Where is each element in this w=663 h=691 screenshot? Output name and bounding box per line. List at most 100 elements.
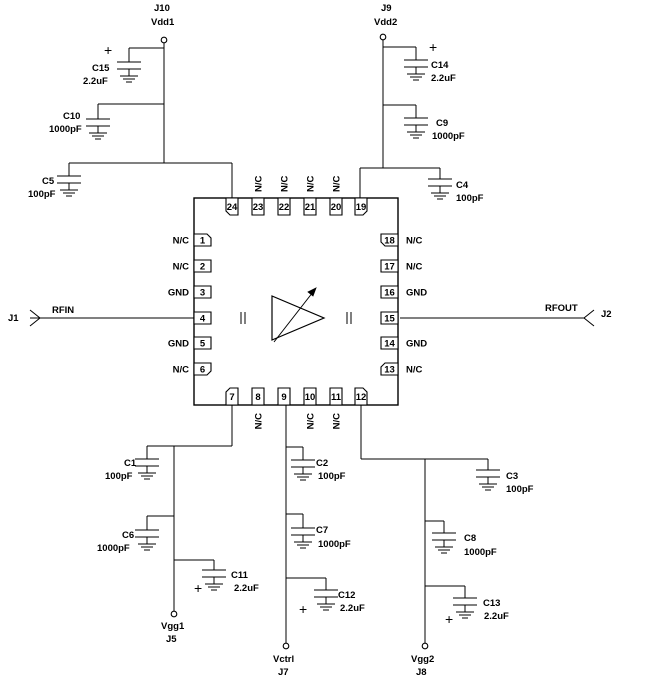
c10-ref: C10 bbox=[63, 111, 80, 122]
c14-ref: C14 bbox=[431, 60, 449, 71]
pin-number: 9 bbox=[281, 392, 286, 403]
j1-connector-symbol bbox=[29, 309, 41, 327]
pin-4: 4 bbox=[193, 311, 212, 325]
j5-ref: J5 bbox=[166, 634, 177, 645]
c14-capacitor-symbol bbox=[404, 59, 428, 81]
pin-number: 18 bbox=[384, 235, 395, 246]
j8-terminal bbox=[421, 642, 429, 650]
c6-capacitor-symbol bbox=[135, 529, 159, 551]
pin-number: 24 bbox=[227, 202, 238, 213]
j9-net: Vdd2 bbox=[374, 17, 397, 28]
pin-label: N/C bbox=[253, 413, 264, 430]
c2-value: 100pF bbox=[318, 471, 346, 482]
c13-polarity-mark: + bbox=[445, 611, 453, 627]
j2-connector-symbol bbox=[583, 309, 595, 327]
j1-net: RFIN bbox=[52, 305, 74, 316]
ground-icon bbox=[407, 73, 425, 81]
pin-18: 18 N/C bbox=[380, 233, 423, 247]
c5-ref: C5 bbox=[42, 176, 55, 187]
pin-label: N/C bbox=[331, 176, 342, 193]
j1-ref: J1 bbox=[8, 313, 19, 324]
c11-value: 2.2uF bbox=[234, 583, 259, 594]
c9-ref: C9 bbox=[436, 118, 448, 129]
pin-number: 1 bbox=[200, 235, 206, 246]
j5-net: Vgg1 bbox=[161, 621, 185, 632]
c13-ref: C13 bbox=[483, 598, 500, 609]
ground-icon bbox=[138, 543, 156, 551]
ground-icon bbox=[294, 473, 312, 481]
pin-number: 16 bbox=[384, 287, 395, 298]
pin-number: 17 bbox=[384, 261, 395, 272]
pin-label: N/C bbox=[279, 176, 290, 193]
pin-12: 12 bbox=[354, 387, 368, 406]
c12-value: 2.2uF bbox=[340, 603, 365, 614]
c3-value: 100pF bbox=[506, 484, 534, 495]
j9-terminal bbox=[379, 33, 387, 41]
ground-icon bbox=[89, 132, 107, 140]
pin-24: 24 bbox=[225, 197, 239, 216]
c3-ref: C3 bbox=[506, 471, 518, 482]
j10-terminal bbox=[160, 36, 168, 44]
pin-20: 20 N/C bbox=[329, 176, 343, 216]
pin-label: N/C bbox=[406, 364, 423, 375]
pin-label: GND bbox=[406, 287, 427, 298]
pin-23: 23N/C bbox=[251, 176, 265, 216]
ground-icon bbox=[317, 603, 335, 611]
pin-number: 12 bbox=[356, 392, 367, 403]
c6-value: 1000pF bbox=[97, 543, 130, 554]
pin-number: 20 bbox=[331, 202, 342, 213]
pin-number: 13 bbox=[384, 364, 395, 375]
amplifier-package-body bbox=[193, 197, 399, 406]
wires bbox=[30, 40, 585, 643]
ground-icon bbox=[138, 472, 156, 480]
pin-label: N/C bbox=[305, 176, 316, 193]
pin-number: 19 bbox=[356, 202, 367, 213]
ground-icon bbox=[456, 611, 474, 619]
j10-net: Vdd1 bbox=[151, 17, 175, 28]
c8-value: 1000pF bbox=[464, 547, 497, 558]
j2-ref: J2 bbox=[601, 309, 612, 320]
c10-value: 1000pF bbox=[49, 124, 82, 135]
dc-block-capacitor-in bbox=[240, 312, 246, 324]
pin-number: 6 bbox=[200, 364, 205, 375]
c7-value: 1000pF bbox=[318, 539, 351, 550]
j7-ref: J7 bbox=[278, 667, 289, 678]
c5-capacitor-symbol bbox=[57, 175, 81, 197]
c1-value: 100pF bbox=[105, 471, 133, 482]
c14-polarity-mark: + bbox=[429, 39, 437, 55]
pin-number: 11 bbox=[331, 392, 342, 403]
ground-icon bbox=[60, 189, 78, 197]
pin-22: 22N/C bbox=[277, 176, 291, 216]
pin-9: 9 bbox=[277, 387, 291, 406]
j8-net: Vgg2 bbox=[411, 654, 434, 665]
pin-15: 15 bbox=[380, 311, 399, 325]
pin-1: 1N/C bbox=[173, 233, 212, 247]
pin-label: N/C bbox=[406, 235, 423, 246]
c8-capacitor-symbol bbox=[432, 532, 456, 554]
pin-label: N/C bbox=[305, 413, 316, 430]
ground-icon bbox=[431, 192, 449, 200]
j5-terminal bbox=[170, 610, 178, 618]
c4-value: 100pF bbox=[456, 193, 484, 204]
j7-terminal bbox=[282, 642, 290, 650]
pin-number: 5 bbox=[200, 338, 206, 349]
ground-icon bbox=[205, 583, 223, 591]
c15-polarity-mark: + bbox=[104, 42, 112, 58]
pin-label: N/C bbox=[253, 176, 264, 193]
c8-ref: C8 bbox=[464, 533, 476, 544]
c12-ref: C12 bbox=[338, 590, 355, 601]
j8-ref: J8 bbox=[416, 667, 427, 678]
pin-label: N/C bbox=[173, 261, 190, 272]
ground-icon bbox=[120, 75, 138, 83]
c2-ref: C2 bbox=[316, 458, 328, 469]
pin-number: 10 bbox=[305, 392, 316, 403]
c7-capacitor-symbol bbox=[291, 527, 315, 549]
ground-icon bbox=[407, 131, 425, 139]
c11-polarity-mark: + bbox=[194, 580, 202, 596]
dc-block-capacitor-out bbox=[346, 312, 352, 324]
